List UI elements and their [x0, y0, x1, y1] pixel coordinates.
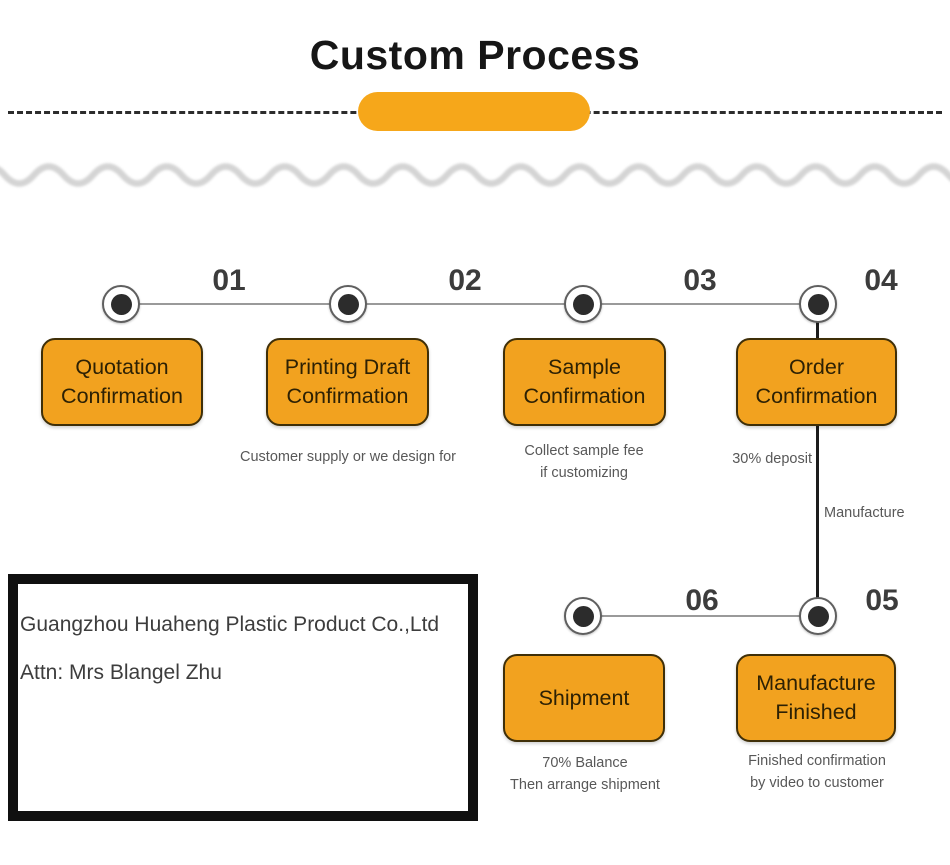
box-label-line: Quotation [75, 355, 169, 380]
step-number-03: 03 [683, 264, 717, 297]
step-node-02 [329, 285, 367, 323]
note-shipment: 70% Balance Then arrange shipment [485, 753, 685, 797]
process-box-quotation-confirmation: Quotation Confirmation [41, 338, 203, 426]
step-number-01: 01 [212, 264, 246, 297]
box-label-line: Printing Draft [284, 355, 411, 380]
company-info-box: Guangzhou Huaheng Plastic Product Co.,Lt… [8, 574, 478, 821]
company-attn: Attn: Mrs Blangel Zhu [20, 661, 222, 684]
box-label-line: Confirmation [61, 384, 183, 408]
box-label-line: Confirmation [755, 384, 878, 408]
step-node-05 [799, 597, 837, 635]
timeline-top-line [121, 303, 818, 305]
process-box-manufacture-finished: Manufacture Finished [736, 654, 896, 742]
step-number-06: 06 [685, 584, 719, 617]
note-line: Then arrange shipment [510, 776, 660, 793]
title-underline-pill [358, 92, 590, 131]
step-node-04 [799, 285, 837, 323]
box-label-line: Shipment [538, 685, 630, 710]
box-label-line: Order [789, 355, 844, 380]
box-label-line: Confirmation [523, 384, 646, 408]
node-dot [807, 293, 829, 315]
timeline-bottom-line [583, 615, 818, 617]
node-dot [572, 605, 594, 627]
step-node-01 [102, 285, 140, 323]
note-line: if customizing [540, 464, 628, 481]
process-box-sample-confirmation: Sample Confirmation [503, 338, 666, 426]
note-line: 70% Balance [542, 755, 628, 771]
process-box-printing-draft-confirmation: Printing Draft Confirmation [266, 338, 429, 426]
box-label-line: Finished [775, 700, 857, 724]
note-line: Collect sample fee [524, 443, 644, 459]
step-number-02: 02 [448, 264, 482, 297]
note-manufacture-finished: Finished confirmation by video to custom… [717, 751, 917, 795]
step-node-06 [564, 597, 602, 635]
box-label-line: Sample [548, 355, 621, 380]
step-node-03 [564, 285, 602, 323]
process-box-order-confirmation: Order Confirmation [736, 338, 897, 426]
node-dot [807, 605, 829, 627]
box-label-line: Manufacture [756, 671, 876, 696]
step-number-04: 04 [864, 264, 898, 297]
note-line: by video to customer [750, 774, 884, 791]
manufacture-connector-label: Manufacture [824, 505, 905, 521]
node-dot [337, 293, 359, 315]
note-order-deposit: 30% deposit [732, 451, 812, 467]
wave-divider [0, 163, 950, 187]
company-name: Guangzhou Huaheng Plastic Product Co.,Lt… [20, 613, 440, 636]
step-number-05: 05 [865, 584, 899, 617]
note-line: Finished confirmation [748, 753, 886, 769]
note-printing-draft: Customer supply or we design for [240, 449, 456, 465]
note-sample-confirmation: Collect sample fee if customizing [484, 441, 684, 485]
process-box-shipment: Shipment [503, 654, 665, 742]
node-dot [110, 293, 132, 315]
node-dot [572, 293, 594, 315]
manufacture-connector-line [816, 320, 819, 601]
box-label-line: Confirmation [286, 384, 409, 408]
page-title: Custom Process [309, 32, 641, 78]
